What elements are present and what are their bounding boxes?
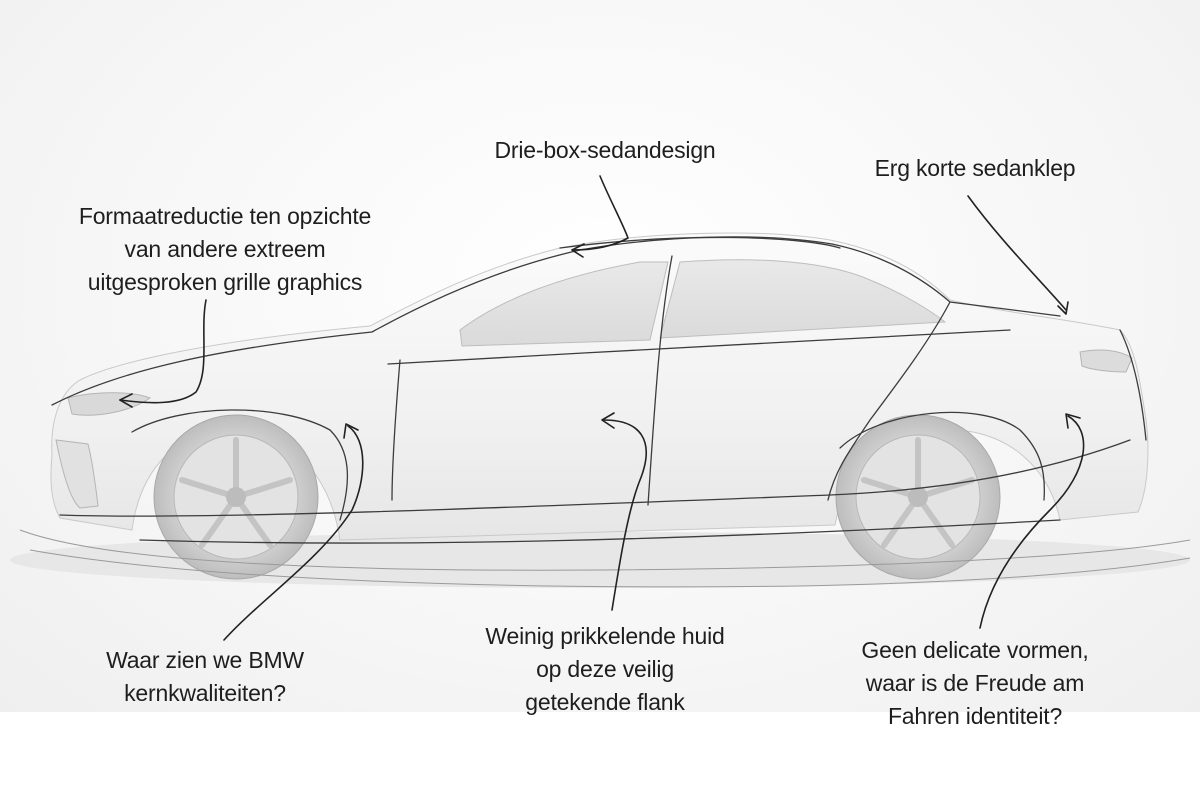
arrow-freude — [979, 415, 1085, 629]
arrow-grille-head — [119, 393, 133, 408]
arrow-flank-head — [601, 412, 615, 429]
annotation-line: Formaatreductie ten opzichte — [78, 203, 372, 229]
annotation-line: Weinig prikkelende huid — [485, 623, 725, 649]
annotation-line: Fahren identiteit? — [887, 703, 1063, 729]
arrow-bmw-qualities-head — [343, 423, 359, 439]
annotation-line: getekende flank — [525, 689, 685, 715]
arrow-short-trunk-head — [1057, 301, 1069, 315]
headlight — [67, 392, 152, 416]
arrow-sedan-design — [571, 175, 629, 251]
annotation-flank: Weinig prikkelende huid op deze veilig g… — [460, 620, 750, 719]
annotation-arrows — [119, 175, 1085, 641]
arrow-freude-head — [1065, 413, 1081, 429]
annotation-sedan-design: Drie-box-sedandesign — [470, 134, 740, 167]
annotation-line: op deze veilig — [536, 656, 674, 682]
annotation-bmw-qualities: Waar zien we BMW kernkwaliteiten? — [80, 644, 330, 710]
kidney-grille — [55, 439, 99, 509]
annotation-line: Waar zien we BMW — [106, 647, 304, 673]
annotation-line: uitgesproken grille graphics — [87, 269, 363, 295]
annotation-line: waar is de Freude am — [865, 670, 1085, 696]
annotation-line: van andere extreem — [124, 236, 326, 262]
annotation-short-trunk: Erg korte sedanklep — [850, 152, 1100, 185]
annotation-freude: Geen delicate vormen, waar is de Freude … — [840, 634, 1110, 733]
side-window-front — [459, 261, 669, 347]
annotation-line: Drie-box-sedandesign — [494, 137, 716, 163]
front-wheel — [153, 414, 319, 580]
rear-wheel — [835, 414, 1001, 580]
arrow-grille — [119, 299, 207, 404]
arrow-sedan-design-head — [571, 243, 585, 258]
annotation-grille: Formaatreductie ten opzichte van andere … — [40, 200, 410, 299]
arrow-flank — [603, 419, 647, 611]
annotation-line: Erg korte sedanklep — [874, 155, 1076, 181]
arrow-bmw-qualities — [223, 425, 364, 641]
taillight — [1079, 349, 1133, 373]
annotation-line: kernkwaliteiten? — [124, 680, 286, 706]
annotation-line: Geen delicate vormen, — [861, 637, 1089, 663]
sketch-overlay — [19, 236, 1191, 588]
arrow-short-trunk — [967, 195, 1067, 311]
side-window-rear — [659, 259, 947, 339]
